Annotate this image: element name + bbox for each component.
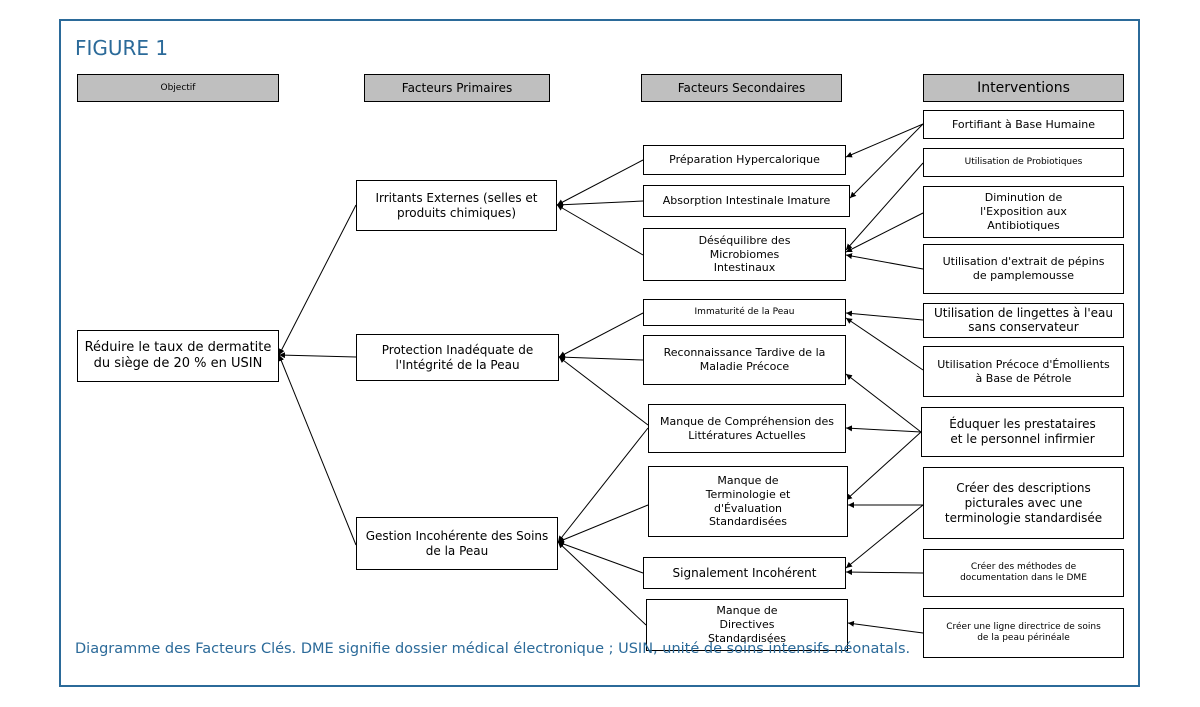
edge-immaturite-protection <box>558 312 644 358</box>
intervention-antibiotiques: Diminution de l'Exposition aux Antibioti… <box>923 186 1124 238</box>
primary-protection: Protection Inadéquate de l'Intégrité de … <box>356 334 559 381</box>
edge-pictural-signalement <box>845 504 924 569</box>
intervention-fortifiant: Fortifiant à Base Humaine <box>923 110 1124 139</box>
edge-directives-gestion <box>557 541 647 626</box>
edge-probiotiques-desequilibre <box>845 162 924 251</box>
edge-fortifiant-hypercal <box>845 123 924 158</box>
intervention-lingettes: Utilisation de lingettes à l'eau sans co… <box>923 303 1124 338</box>
intervention-emollients: Utilisation Précoce d'Émollients à Base … <box>923 346 1124 397</box>
edge-hypercal-irritants <box>556 159 644 206</box>
secondary-hypercal: Préparation Hypercalorique <box>643 145 846 175</box>
secondary-directives: Manque de Directives Standardisées <box>646 599 848 651</box>
intervention-dme: Créer des méthodes de documentation dans… <box>923 549 1124 597</box>
edge-ligne-directives <box>847 620 924 634</box>
intervention-pamplemousse: Utilisation d'extrait de pépins de pampl… <box>923 244 1124 294</box>
edge-fortifiant-absorption <box>849 123 924 199</box>
header-secondary: Facteurs Secondaires <box>641 74 842 102</box>
secondary-immaturite: Immaturité de la Peau <box>643 299 846 326</box>
edge-comprehension-gestion <box>557 427 649 543</box>
secondary-desequilibre: Déséquilibre des Microbiomes Intestinaux <box>643 228 846 281</box>
edge-signalement-gestion <box>557 541 644 574</box>
secondary-terminologie: Manque de Terminologie et d'Évaluation S… <box>648 466 848 537</box>
primary-gestion: Gestion Incohérente des Soins de la Peau <box>356 517 558 570</box>
header-interventions: Interventions <box>923 74 1124 102</box>
secondary-absorption: Absorption Intestinale Imature <box>643 185 850 217</box>
edge-absorption-irritants <box>556 200 644 208</box>
edge-protection-objective <box>278 352 357 359</box>
intervention-probiotiques: Utilisation de Probiotiques <box>923 148 1124 177</box>
intervention-ligne: Créer une ligne directrice de soins de l… <box>923 608 1124 658</box>
objective-box: Réduire le taux de dermatite du siège de… <box>77 330 279 382</box>
edge-lingettes-immaturite <box>845 310 924 321</box>
edge-reconnaissance-protection <box>558 354 644 361</box>
edge-desequilibre-irritants <box>556 204 644 256</box>
header-primary: Facteurs Primaires <box>364 74 550 102</box>
edge-pamplemousse-desequilibre <box>845 253 924 270</box>
edge-eduquer-comprehension <box>845 425 922 433</box>
figure-title: FIGURE 1 <box>75 36 169 60</box>
secondary-comprehension: Manque de Compréhension des Littératures… <box>648 404 846 453</box>
intervention-eduquer: Éduquer les prestataires et le personnel… <box>921 407 1124 457</box>
primary-irritants: Irritants Externes (selles et produits c… <box>356 180 557 231</box>
edge-irritants-objective <box>278 204 357 356</box>
edge-eduquer-terminologie <box>845 431 922 501</box>
edge-eduquer-reconnaissance <box>845 373 922 433</box>
intervention-pictural: Créer des descriptions picturales avec u… <box>923 467 1124 539</box>
secondary-signalement: Signalement Incohérent <box>643 557 846 589</box>
edge-emollients-immaturite <box>845 317 924 371</box>
edge-terminologie-gestion <box>557 504 649 543</box>
secondary-reconnaissance: Reconnaissance Tardive de la Maladie Pré… <box>643 335 846 385</box>
figure-caption: Diagramme des Facteurs Clés. DME signifi… <box>75 641 911 657</box>
edge-antibiotiques-desequilibre <box>845 212 924 253</box>
header-objective: Objectif <box>77 74 279 102</box>
edge-dme-signalement <box>845 569 924 576</box>
edge-gestion-objective <box>278 354 357 546</box>
edge-comprehension-protection <box>558 356 649 426</box>
